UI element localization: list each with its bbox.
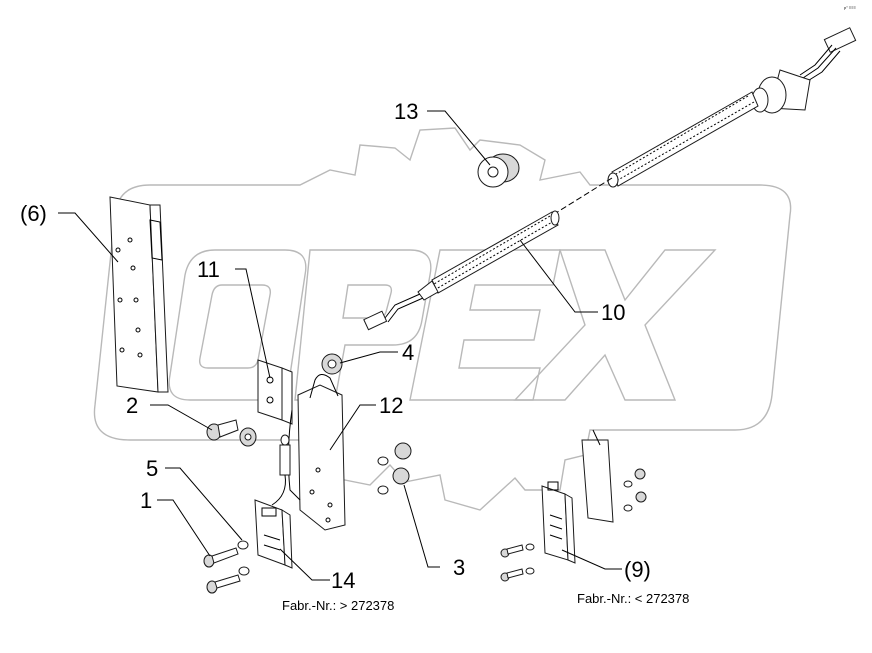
leader-10 [519,239,598,313]
callout-1: 1 [140,488,152,513]
part-9-sensor-assembly [500,429,647,582]
watermark-gear-outline [93,127,792,511]
serial-note-left: Fabr.-Nr.: > 272378 [282,598,394,613]
callout-2: 2 [126,393,138,418]
part-5-washers [237,540,250,576]
leader-12 [329,404,376,451]
part-10-spring-cable-lower [363,210,560,331]
leader-6 [58,212,119,263]
leader-13 [427,110,491,166]
leader-9 [561,549,622,570]
callout-labels: 13 (6) 11 10 4 2 12 5 1 3 14 (9) [20,99,651,593]
watermark-letter-x [513,249,717,401]
leader-lines [58,110,622,581]
leader-1 [157,499,211,557]
callout-14: 14 [331,568,355,593]
serial-note-right: Fabr.-Nr.: < 272378 [577,591,689,606]
callout-10: 10 [601,300,625,325]
leader-3 [403,484,440,568]
part-14-sensor-plate [254,499,293,569]
callout-6: (6) [20,201,47,226]
part-6-plate [109,196,169,393]
part-3-nuts-washers [377,442,412,495]
callout-11: 11 [197,257,220,282]
callout-5: 5 [146,456,158,481]
part-4-nut [321,353,343,375]
leader-4 [339,351,398,364]
leader-2 [150,404,213,431]
part-2-bolt [206,419,290,447]
watermark-letter-e [409,249,561,401]
part-1-screws [203,547,241,594]
opex-watermark [93,127,792,511]
callout-4: 4 [402,340,414,365]
callout-12: 12 [379,393,403,418]
callout-3: 3 [453,555,465,580]
part-10-spring-cable-upper [607,27,857,188]
corner-mark: p° ≡≡≡ [844,5,857,10]
leader-14 [279,548,330,581]
part-11-bracket [257,359,293,425]
part-12-bracket-plate [287,374,346,531]
callout-13: 13 [394,99,418,124]
sensor-cable [271,444,291,506]
leader-11 [235,268,271,379]
leader-5 [165,467,243,541]
callout-9: (9) [624,557,651,582]
part-13-bushing [477,153,520,188]
watermark-letter-p [294,249,432,401]
